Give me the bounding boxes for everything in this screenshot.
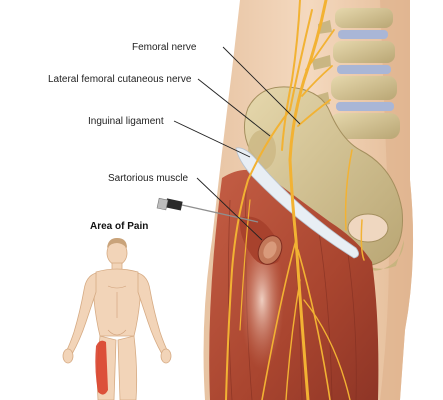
figure-right-hand: [160, 348, 172, 364]
pain-area-marker: [95, 340, 108, 395]
syringe-needle-icon: [156, 197, 259, 223]
obturator-foramen: [347, 213, 389, 243]
nerves: [225, 0, 365, 400]
inguinal-ligament-label: Inguinal ligament: [88, 116, 164, 127]
sartorius-muscle-label: Sartorious muscle: [108, 173, 188, 184]
hip-thigh-anatomy: [156, 0, 414, 400]
lateral-femoral-cutaneous-nerve-path: [225, 109, 291, 400]
body-figure: [62, 238, 172, 400]
leader-lines: [173, 46, 301, 241]
inguinal-ligament: [235, 147, 359, 259]
figure-details: [107, 285, 127, 336]
lateral-femoral-cutaneous-nerve-leader: [197, 78, 271, 137]
femoral-nerve-label: Femoral nerve: [132, 42, 197, 53]
lumbar-spine: [308, 8, 400, 139]
figure-right-arm: [137, 272, 169, 355]
figure-left-arm: [65, 272, 97, 355]
inguinal-ligament-leader: [173, 120, 251, 158]
sartorius-muscle-leader: [196, 177, 263, 241]
femoral-nerve-path: [288, 0, 328, 400]
area-of-pain-title: Area of Pain: [90, 221, 148, 232]
fascia-highlight: [240, 230, 284, 370]
lateral-femoral-cutaneous-nerve-label: Lateral femoral cutaneous nerve: [48, 74, 192, 85]
femoral-nerve-leader: [222, 46, 301, 125]
figure-right-leg: [117, 335, 138, 400]
figure-left-hand: [62, 348, 74, 364]
